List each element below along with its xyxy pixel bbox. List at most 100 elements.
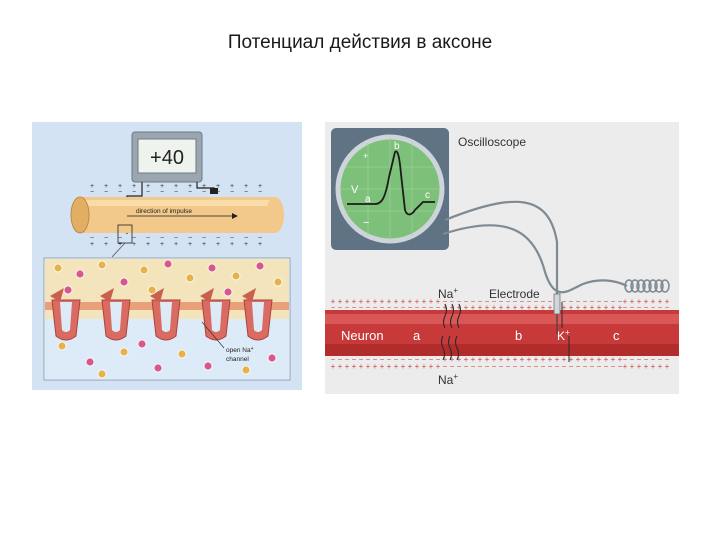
membrane-charge: + — [665, 362, 670, 371]
membrane-charge: + — [415, 297, 420, 306]
na-label-top: Na+ — [438, 286, 458, 301]
neuron-label: Neuron — [341, 328, 384, 343]
membrane-charge: − — [380, 303, 385, 312]
membrane-charge: − — [478, 297, 483, 306]
potassium-label-sup: + — [565, 328, 570, 337]
charge-sign: + — [230, 241, 234, 248]
sodium-ion — [139, 265, 149, 275]
channel-gate — [242, 288, 256, 302]
membrane-charge: − — [583, 297, 588, 306]
membrane-charge: + — [492, 355, 497, 364]
charge-sign: + — [132, 183, 136, 190]
membrane-charge: − — [618, 297, 623, 306]
membrane-charge: + — [541, 355, 546, 364]
membrane-charges-right: ++++++++++++++++−−−−−−−−−−−−−−−−−−−−−−−−… — [331, 297, 670, 371]
membrane-charge: + — [520, 355, 525, 364]
open-channel-label: open Na+ — [226, 346, 254, 354]
charge-sign: − — [258, 235, 262, 242]
na-label-bottom-sup: + — [453, 372, 458, 381]
membrane-charge: + — [562, 355, 567, 364]
open-channel-label-line1: open Na — [226, 347, 251, 354]
charge-sign: − — [202, 189, 206, 196]
membrane-charge: + — [408, 362, 413, 371]
charge-sign: + — [132, 241, 136, 248]
charge-sign: − — [216, 235, 220, 242]
membrane-charge: + — [345, 297, 350, 306]
membrane-charge: + — [359, 297, 364, 306]
charge-sign: − — [132, 235, 136, 242]
sodium-ion — [57, 341, 67, 351]
channel-pore — [252, 302, 264, 332]
membrane-charge: + — [450, 355, 455, 364]
membrane-charge: + — [345, 362, 350, 371]
membrane-charge: + — [380, 297, 385, 306]
charge-sign: + — [258, 183, 262, 190]
open-channel-label-line2: channel — [226, 356, 249, 363]
membrane-charge: + — [658, 297, 663, 306]
membrane-charge: − — [630, 355, 635, 364]
membrane-charge: + — [513, 355, 518, 364]
membrane-charge: + — [394, 297, 399, 306]
membrane-charge: + — [422, 297, 427, 306]
na-label-top-text: Na — [438, 287, 454, 301]
membrane-charge: + — [471, 303, 476, 312]
charge-sign: + — [202, 241, 206, 248]
coil-loop — [642, 279, 652, 293]
screen-plus: + — [363, 151, 368, 161]
charge-sign: + — [174, 183, 178, 190]
charge-sign: + — [188, 183, 192, 190]
membrane-charge: − — [534, 362, 539, 371]
membrane-charge: − — [520, 297, 525, 306]
membrane-charge: − — [597, 362, 602, 371]
neuron-point-b: b — [515, 328, 522, 343]
membrane-charge: − — [338, 303, 343, 312]
charge-sign: + — [216, 241, 220, 248]
membrane-charge: + — [485, 303, 490, 312]
membrane-charge: + — [597, 303, 602, 312]
membrane-charge: − — [618, 362, 623, 371]
membrane-charge: + — [359, 362, 364, 371]
membrane-charge: − — [359, 303, 364, 312]
membrane-charge: − — [611, 362, 616, 371]
other-ion — [267, 353, 277, 363]
coil-loop — [660, 279, 670, 293]
membrane-charge: − — [471, 297, 476, 306]
na-label-top-sup: + — [453, 286, 458, 295]
membrane-charge: + — [457, 355, 462, 364]
membrane-charge: − — [443, 362, 448, 371]
neuron-point-c: c — [613, 328, 620, 343]
membrane-charge: − — [394, 355, 399, 364]
electrode-label: Electrode — [489, 287, 540, 301]
charge-sign: + — [90, 183, 94, 190]
membrane-charge: − — [499, 297, 504, 306]
charge-sign: − — [118, 189, 122, 196]
sodium-ion — [241, 365, 251, 375]
membrane-charge: + — [527, 303, 532, 312]
membrane-charge: + — [443, 303, 448, 312]
membrane-charge: + — [618, 355, 623, 364]
other-ion — [163, 259, 173, 269]
membrane-charge: − — [345, 303, 350, 312]
membrane-charge: + — [401, 297, 406, 306]
membrane-charge: − — [583, 362, 588, 371]
membrane-charge: + — [597, 355, 602, 364]
channel-gate — [50, 288, 64, 302]
membrane-charge: + — [630, 362, 635, 371]
charge-sign: + — [104, 241, 108, 248]
potassium-efflux-arrows — [561, 302, 570, 362]
axon-channel-diagram: +40 +++++++++++++−−−−−−−−−−−−−−−−−−−−−−−… — [32, 122, 302, 390]
membrane-charge: − — [331, 355, 336, 364]
charge-sign: + — [90, 241, 94, 248]
charge-sign: + — [230, 183, 234, 190]
cable-coil — [624, 279, 670, 293]
other-ion — [137, 339, 147, 349]
membrane-charge: − — [387, 303, 392, 312]
charge-sign: + — [244, 183, 248, 190]
membrane-charge: − — [401, 355, 406, 364]
membrane-charge: + — [534, 303, 539, 312]
membrane-charge: − — [576, 362, 581, 371]
charge-sign: − — [230, 189, 234, 196]
membrane-charge: − — [562, 297, 567, 306]
membrane-charge: + — [548, 355, 553, 364]
sodium-ion — [273, 277, 283, 287]
